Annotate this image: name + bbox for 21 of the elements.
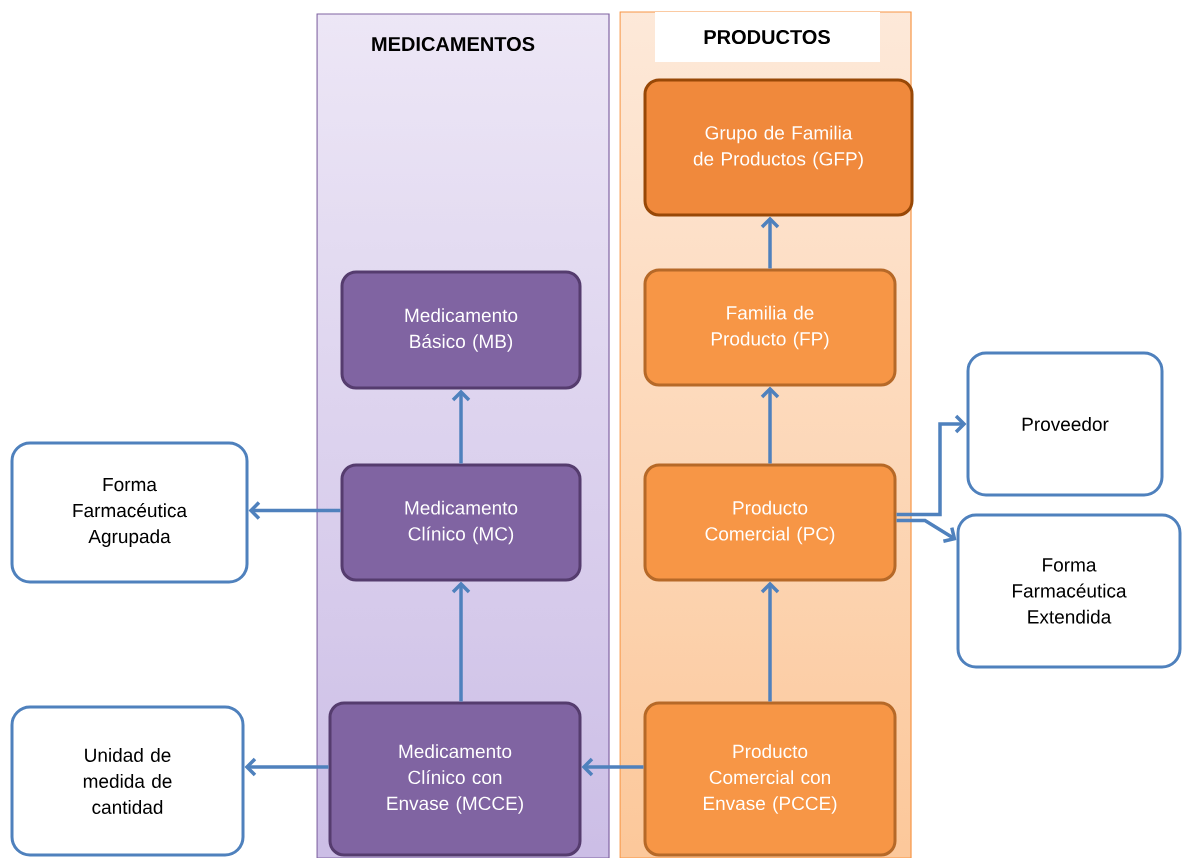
entity-box: Forma Farmacéutica Extendida <box>956 513 1182 669</box>
arrow <box>760 581 780 702</box>
process-box: Grupo de Familia de Productos (GFP) <box>643 78 914 217</box>
process-box: Medicamento Básico (MB) <box>340 270 582 390</box>
process-box: Medicamento Clínico con Envase (MCCE) <box>328 701 582 857</box>
arrow <box>244 757 329 777</box>
process-box: Producto Comercial (PC) <box>643 463 897 582</box>
arrow <box>581 757 644 777</box>
arrow <box>896 518 957 543</box>
arrow <box>760 386 780 464</box>
arrow <box>760 216 780 269</box>
entity-box: Proveedor <box>966 351 1164 497</box>
arrow <box>451 581 471 702</box>
arrow <box>451 389 471 464</box>
entity-box: Forma Farmacéutica Agrupada <box>10 441 249 584</box>
process-box: Producto Comercial con Envase (PCCE) <box>643 701 897 857</box>
arrow <box>896 414 967 517</box>
arrow <box>248 501 341 520</box>
entity-box: Unidad de medida de cantidad <box>10 705 245 857</box>
process-box: Medicamento Clínico (MC) <box>340 463 582 582</box>
process-box: Familia de Producto (FP) <box>643 268 897 387</box>
